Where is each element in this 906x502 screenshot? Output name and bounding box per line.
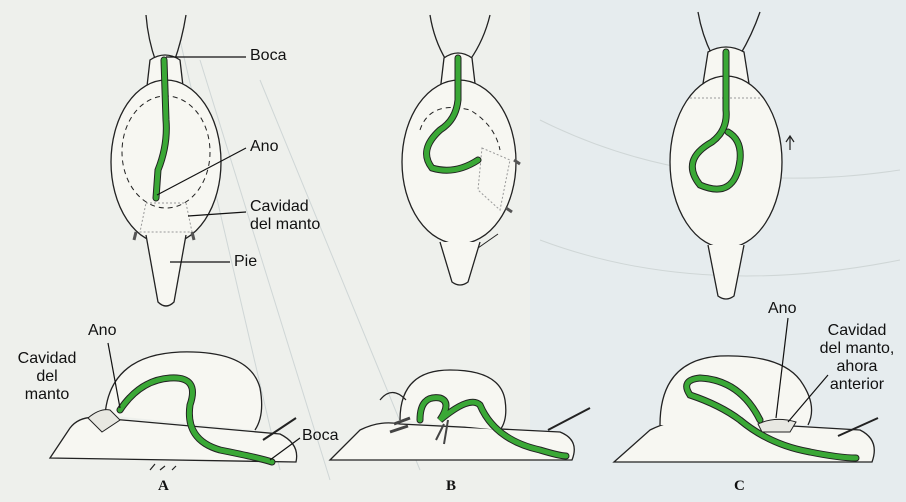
label-cavidad-c-2: del manto, bbox=[812, 340, 902, 358]
label-pie: Pie bbox=[234, 253, 257, 271]
caption-b: B bbox=[446, 478, 456, 495]
label-ano-c: Ano bbox=[768, 300, 796, 318]
snail-top-b bbox=[402, 15, 520, 285]
label-ano-a: Ano bbox=[88, 322, 116, 340]
snail-side-a bbox=[50, 352, 297, 470]
label-cavidad-a-2: del bbox=[10, 368, 84, 386]
label-cavidad-top-2: del manto bbox=[250, 216, 320, 234]
caption-c: C bbox=[734, 478, 745, 495]
label-cavidad-a-1: Cavidad bbox=[10, 350, 84, 368]
label-boca-top: Boca bbox=[250, 47, 286, 65]
label-cavidad-a-3: manto bbox=[10, 386, 84, 404]
label-boca-a: Boca bbox=[302, 427, 338, 445]
label-cavidad-top-1: Cavidad bbox=[250, 198, 309, 216]
label-cavidad-c-3: ahora bbox=[812, 358, 902, 376]
caption-a: A bbox=[158, 478, 169, 495]
label-ano-top: Ano bbox=[250, 138, 278, 156]
label-cavidad-c-4: anterior bbox=[812, 376, 902, 394]
label-cavidad-c-1: Cavidad bbox=[812, 322, 902, 340]
